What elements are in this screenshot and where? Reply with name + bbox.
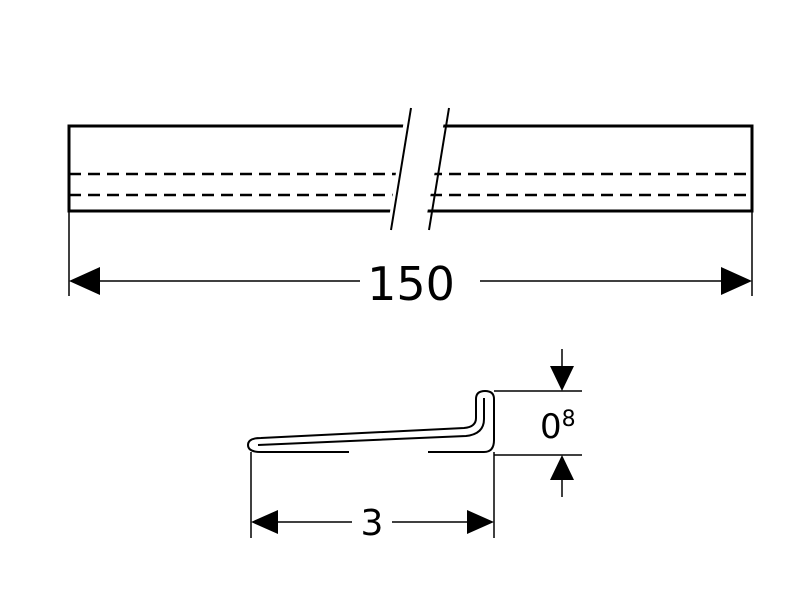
length-label: 150 [367,257,455,311]
profile-outline [247,390,495,453]
profile-inner-edge [257,398,485,446]
profile-cross-section [247,390,495,453]
thickness-arrowhead-bottom [550,455,574,480]
thickness-dimension: 08 [494,349,582,497]
arrowhead-right [721,267,752,295]
arrowhead-left [69,267,100,295]
width-arrowhead-right [467,510,494,534]
width-dimension: 3 [250,452,495,544]
thickness-label: 08 [540,407,576,447]
strip-top-view [67,107,754,231]
length-dimension: 150 [68,211,753,311]
width-label: 3 [361,503,384,544]
thickness-superscript: 8 [562,407,576,432]
thickness-main: 0 [540,407,562,447]
strip-outline [67,124,754,213]
break-line-left [390,107,412,231]
width-arrowhead-left [251,510,278,534]
break-line-right [428,107,450,231]
thickness-arrowhead-top [550,366,574,391]
